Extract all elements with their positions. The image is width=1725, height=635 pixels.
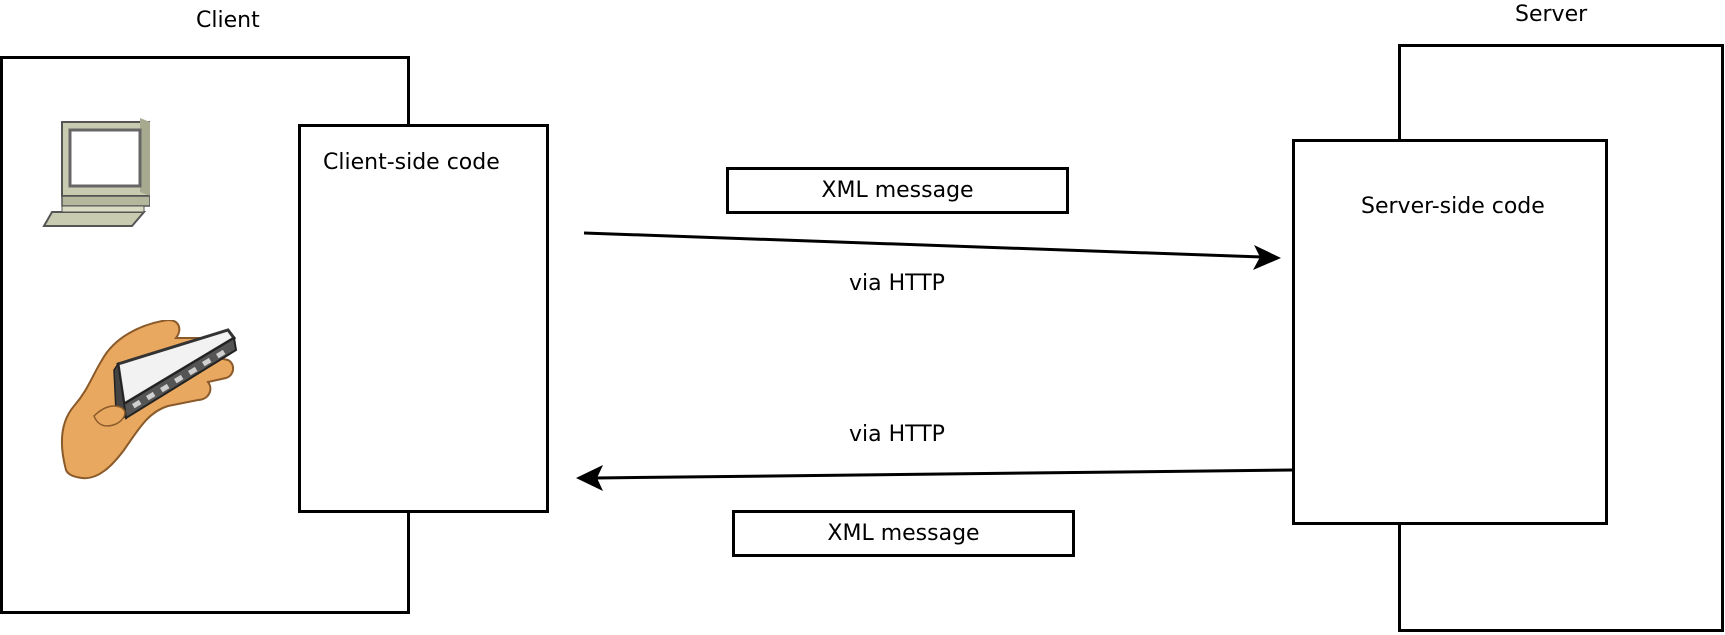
request-transport-label: via HTTP (849, 271, 945, 296)
request-xml-message-box: XML message (726, 167, 1069, 214)
server-side-code-label: Server-side code (1361, 194, 1545, 219)
response-transport-label: via HTTP (849, 422, 945, 447)
laptop-icon (42, 118, 150, 227)
response-xml-message-label: XML message (827, 521, 980, 546)
request-arrow (583, 231, 1281, 270)
server-side-code-box (1292, 139, 1608, 525)
client-side-code-label: Client-side code (323, 150, 500, 175)
response-xml-message-box: XML message (732, 510, 1075, 557)
response-arrow (576, 465, 1293, 491)
client-side-code-box (298, 124, 549, 513)
handheld-device-icon (60, 320, 238, 480)
server-title: Server (1515, 2, 1588, 27)
request-xml-message-label: XML message (821, 178, 974, 203)
client-title: Client (196, 8, 260, 33)
